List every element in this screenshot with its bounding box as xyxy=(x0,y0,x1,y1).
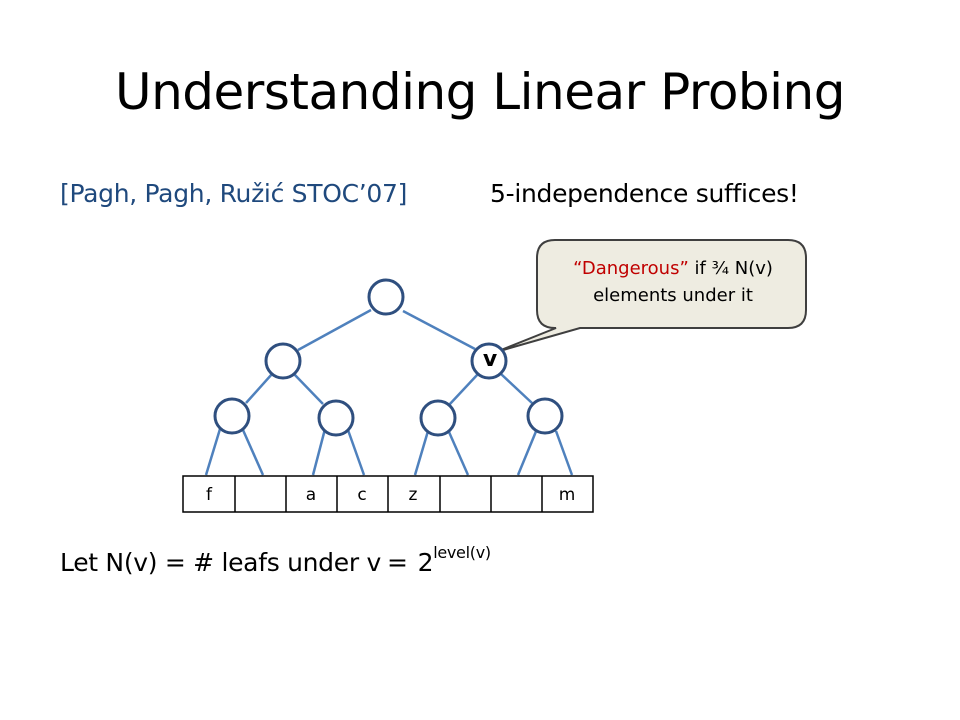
callout-line2: elements under it xyxy=(593,285,753,306)
formula-equals: = xyxy=(386,548,408,577)
edge-rr-leaf8 xyxy=(554,430,574,476)
tree-node-rl xyxy=(419,399,457,437)
edge-ll-leaf1 xyxy=(204,428,222,476)
table-cell-5: z xyxy=(408,485,418,505)
edge-root-right xyxy=(402,309,476,351)
edge-l-lr xyxy=(293,373,324,405)
formula-exponent: level(v) xyxy=(433,542,491,562)
edge-rl-leaf5 xyxy=(413,430,430,476)
citation: [Pagh, Pagh, Ružić STOC’07] xyxy=(60,179,408,208)
callout-line1-rest: if ¾ N(v) xyxy=(688,258,773,279)
edge-root-left xyxy=(297,308,372,352)
edge-rl-leaf6 xyxy=(447,431,470,476)
edge-lr-leaf3 xyxy=(311,428,327,476)
table-cell-1: f xyxy=(206,485,212,505)
edge-lr-leaf4 xyxy=(346,429,366,476)
table-cell-8: m xyxy=(558,485,576,505)
callout-bubble xyxy=(495,239,807,353)
callout-highlight: Dangerous xyxy=(581,258,680,279)
edge-ll-leaf2 xyxy=(241,429,265,476)
callout-text: “Dangerous” if ¾ N(v) elements under it xyxy=(540,255,806,309)
callout-quote-open: “ xyxy=(573,258,582,279)
hash-table xyxy=(182,475,594,513)
table-cell-3: a xyxy=(305,485,317,505)
slide-title: Understanding Linear Probing xyxy=(115,63,845,121)
edge-rr-leaf7 xyxy=(516,428,539,476)
callout-quote-close: ” xyxy=(679,258,689,279)
claim: 5-independence suffices! xyxy=(490,179,799,208)
formula-lhs: Let N(v) = # leafs under v xyxy=(60,548,381,577)
edge-l-ll xyxy=(245,373,273,404)
table-cell-4: c xyxy=(357,485,367,505)
tree-node-lr xyxy=(317,399,355,437)
tree-node-v xyxy=(470,342,508,380)
edge-r-rl xyxy=(448,373,479,406)
tree-node-root xyxy=(367,278,405,316)
tree-node-ll xyxy=(213,397,251,435)
tree-node-left xyxy=(264,342,302,380)
tree-node-rr xyxy=(526,397,564,435)
leaf-count-formula: Let N(v) = # leafs under v= 2level(v) xyxy=(60,542,491,580)
formula-base: 2 xyxy=(417,548,434,577)
node-v-label: v xyxy=(482,347,498,372)
edge-r-rr xyxy=(500,373,533,404)
